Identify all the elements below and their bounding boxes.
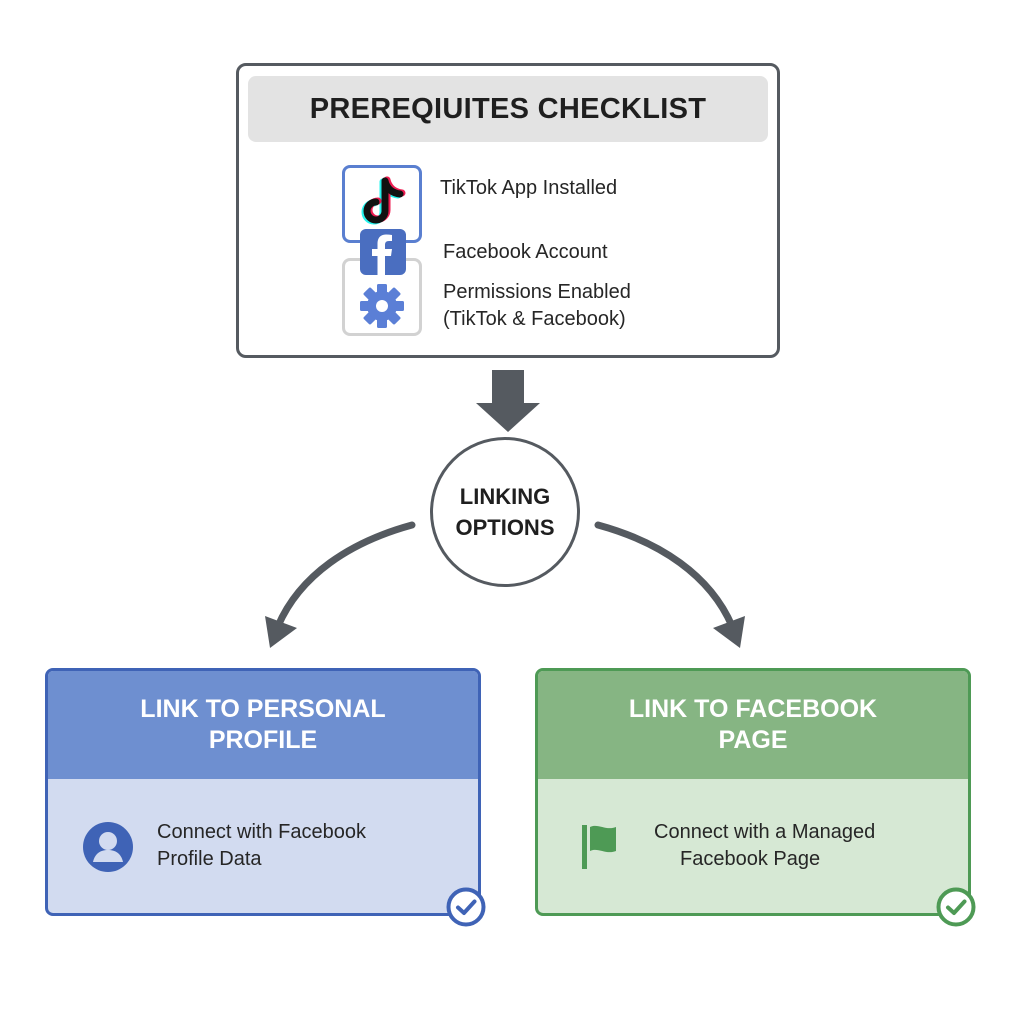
down-arrow [476,370,540,432]
right-curved-arrow [594,521,745,648]
check-circle-icon [936,887,976,927]
personal-profile-card-header: LINK TO PERSONAL PROFILE [48,671,478,779]
tiktok-icon [361,176,406,225]
linking-options-line2: OPTIONS [455,515,555,540]
personal-profile-desc-line1: Connect with Facebook [157,821,367,843]
check-circle-icon [446,887,486,927]
personal-profile-title-line2: PROFILE [208,726,318,754]
linking-options-line1: LINKING [459,484,551,509]
checklist-item-tiktok: TikTok App Installed [440,177,618,199]
facebook-page-desc-line1: Connect with a Managed [654,821,876,843]
facebook-page-card: LINK TO FACEBOOK PAGE Connect with a Man… [535,668,971,916]
checklist-item-permissions-detail: (TikTok & Facebook) [443,308,626,330]
left-curved-arrow [265,521,416,648]
facebook-page-title-line1: LINK TO FACEBOOK [628,695,878,723]
facebook-page-desc-line2: Facebook Page [680,848,821,870]
personal-profile-title-line1: LINK TO PERSONAL [140,695,386,723]
checklist-header: PREREQIUITES CHECKLIST [248,76,768,142]
personal-profile-desc-line2: Profile Data [157,848,262,870]
checklist-title: PREREQIUITES CHECKLIST [309,92,707,125]
checklist-item-facebook: Facebook Account [443,241,608,263]
facebook-page-card-header: LINK TO FACEBOOK PAGE [538,671,968,779]
facebook-icon [360,229,406,275]
gear-icon [360,284,404,328]
prerequisites-checklist-card: PREREQIUITES CHECKLIST [236,63,780,358]
linking-options-node: LINKING OPTIONS [430,437,580,587]
personal-profile-card: LINK TO PERSONAL PROFILE Connect with Fa… [45,668,481,916]
checklist-item-permissions: Permissions Enabled [443,281,631,303]
flag-icon [582,825,616,869]
user-avatar-icon [83,822,133,872]
facebook-page-title-line2: PAGE [718,726,788,754]
